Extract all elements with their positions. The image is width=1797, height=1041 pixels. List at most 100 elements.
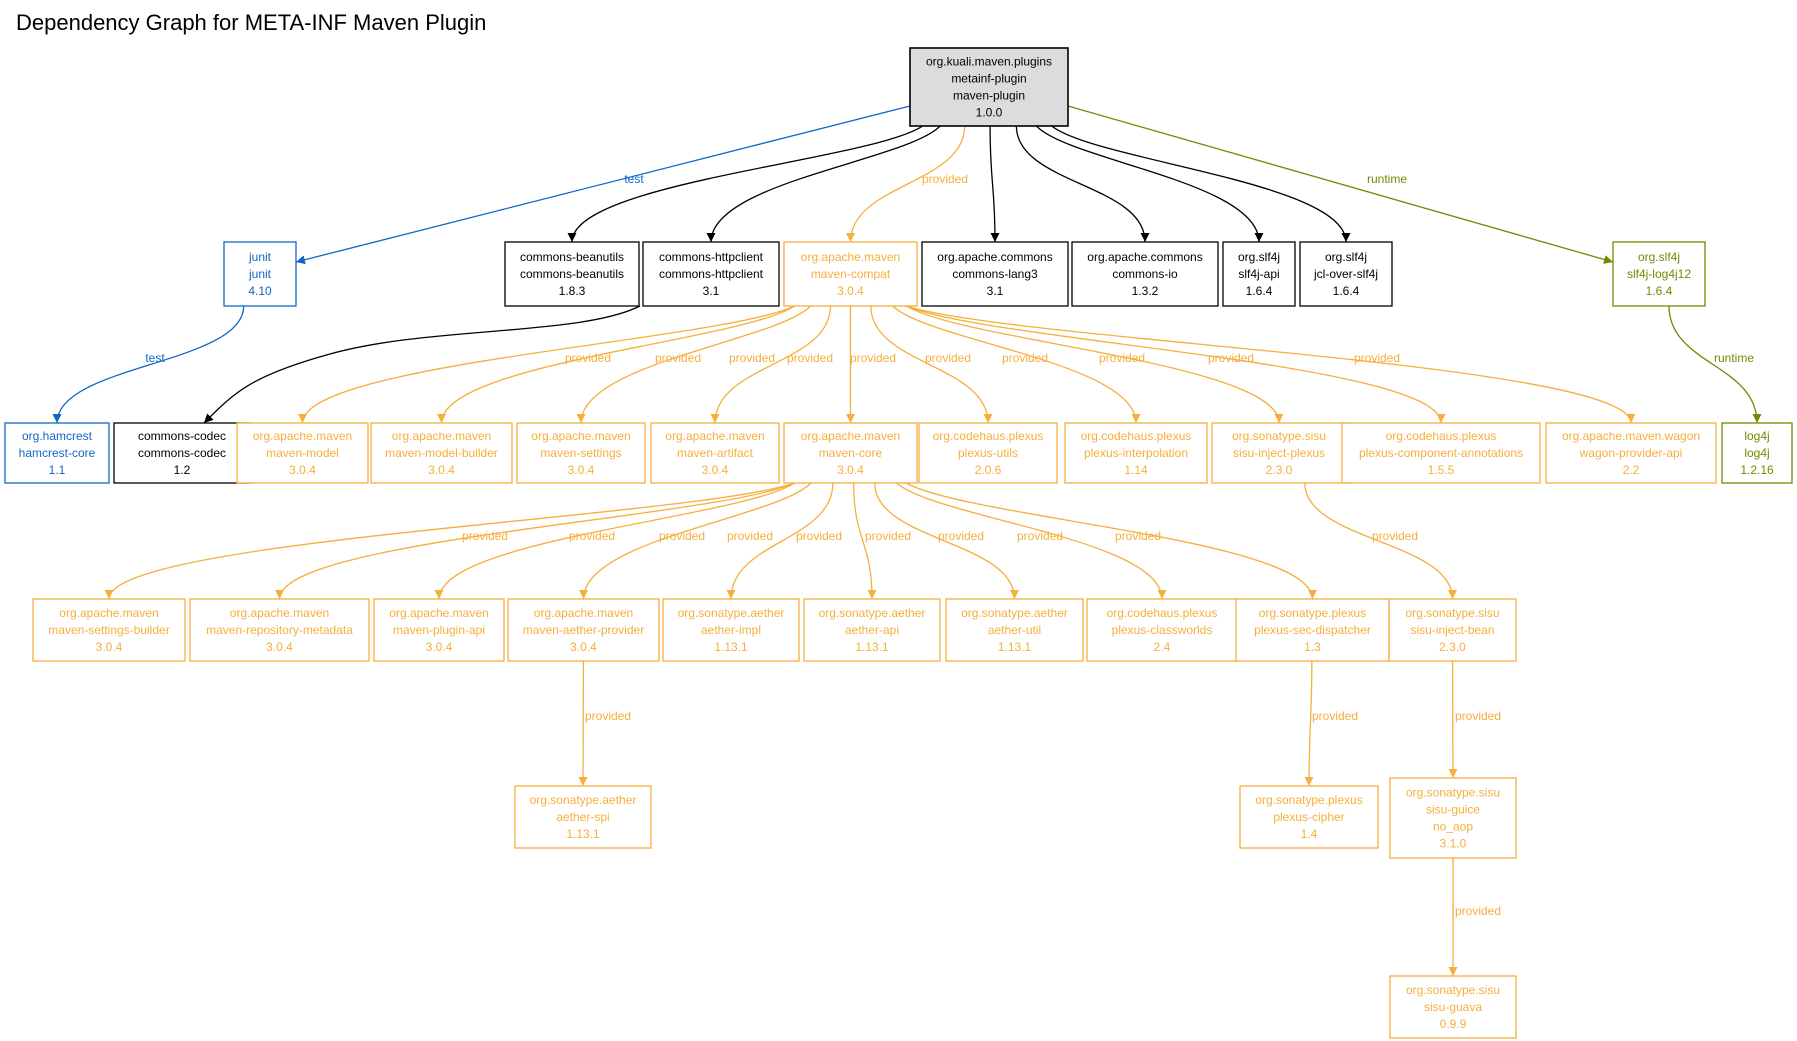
node-wagon-line-1: wagon-provider-api	[1579, 446, 1683, 460]
node-sisuplexus-line-1: sisu-inject-plexus	[1233, 446, 1325, 460]
node-cipher-line-1: plexus-cipher	[1273, 810, 1344, 824]
node-settingsbuilder-line-2: 3.0.4	[96, 640, 123, 654]
edge-label-compat-to-modelbuilder: provided	[655, 351, 701, 365]
edge-core-to-aetherutil	[874, 482, 1019, 600]
node-box-log4j12	[1612, 241, 1706, 307]
node-secdisp-line-1: plexus-sec-dispatcher	[1254, 623, 1371, 637]
nodes-layer: org.kuali.maven.pluginsmetainf-pluginmav…	[4, 47, 1793, 1039]
node-box-model	[236, 422, 369, 484]
edge-secdisp-to-cipher	[1304, 660, 1314, 787]
node-injectbean-line-2: 2.3.0	[1439, 640, 1466, 654]
node-box-core	[783, 422, 918, 484]
edge-label-core-to-aetherutil: provided	[938, 529, 984, 543]
node-box-aetherutil	[945, 598, 1084, 662]
edge-compat-to-modelbuilder	[437, 305, 795, 424]
node-sisuplexus-line-0: org.sonatype.sisu	[1232, 429, 1326, 443]
edge-label-log4j12-to-log4j: runtime	[1714, 351, 1754, 365]
node-aetherprov-line-1: maven-aether-provider	[523, 623, 644, 637]
node-aetherimpl-line-0: org.sonatype.aether	[678, 606, 785, 620]
node-sisuplexus-line-2: 2.3.0	[1266, 463, 1293, 477]
node-io-line-0: org.apache.commons	[1087, 250, 1202, 264]
node-guava-line-1: sisu-guava	[1424, 1000, 1482, 1014]
node-aetherspi-line-1: aether-spi	[556, 810, 609, 824]
node-injectbean-line-0: org.sonatype.sisu	[1405, 606, 1499, 620]
node-box-hamcrest	[4, 422, 110, 484]
node-root: org.kuali.maven.pluginsmetainf-pluginmav…	[909, 47, 1069, 127]
node-box-lang3	[921, 241, 1069, 307]
node-compat-line-1: maven-compat	[811, 267, 891, 281]
node-beanutils-line-1: commons-beanutils	[520, 267, 624, 281]
node-box-repometa	[189, 598, 370, 662]
edge-root-to-lang3	[989, 125, 1000, 243]
edge-compat-to-pinterp	[892, 305, 1141, 424]
node-compat-line-2: 3.0.4	[837, 284, 864, 298]
node-box-log4j	[1721, 422, 1793, 484]
node-wagon-line-0: org.apache.maven.wagon	[1562, 429, 1700, 443]
edge-core-to-aetherapi	[853, 482, 877, 600]
edge-label-compat-to-artifact: provided	[787, 351, 833, 365]
node-root-line-1: metainf-plugin	[951, 72, 1026, 86]
node-aetherapi-line-0: org.sonatype.aether	[819, 606, 926, 620]
node-secdisp: org.sonatype.plexus plexus-sec-dispatcher…	[1235, 598, 1390, 662]
node-box-pannot	[1341, 422, 1541, 484]
node-jcl-line-2: 1.6.4	[1333, 284, 1360, 298]
node-box-wagon	[1545, 422, 1717, 484]
edge-label-aetherprov-to-aetherspi: provided	[585, 709, 631, 723]
node-modelbuilder-line-2: 3.0.4	[428, 463, 455, 477]
node-pluginapi-line-1: maven-plugin-api	[393, 623, 485, 637]
node-putils-line-0: org.codehaus.plexus	[933, 429, 1044, 443]
node-aetherprov: org.apache.maven maven-aether-provider 3.0…	[507, 598, 660, 662]
node-aetherprov-line-0: org.apache.maven	[534, 606, 633, 620]
node-log4j-line-0: log4j	[1744, 429, 1769, 443]
node-slf4japi-line-1: slf4j-api	[1238, 267, 1279, 281]
node-httpclient-line-1: commons-httpclient	[659, 267, 764, 281]
node-cipher-line-0: org.sonatype.plexus	[1255, 793, 1362, 807]
node-box-root	[909, 47, 1069, 127]
node-pannot-line-2: 1.5.5	[1428, 463, 1455, 477]
edge-root-to-httpclient	[706, 125, 941, 243]
node-artifact-line-0: org.apache.maven	[665, 429, 764, 443]
node-codec-line-0: commons-codec	[138, 429, 226, 443]
edge-root-to-io	[1015, 125, 1150, 243]
node-guice-line-3: 3.1.0	[1440, 837, 1467, 851]
node-secdisp-line-0: org.sonatype.plexus	[1259, 606, 1366, 620]
node-slf4japi-line-2: 1.6.4	[1246, 284, 1273, 298]
node-aetherapi-line-1: aether-api	[845, 623, 899, 637]
node-box-classworlds	[1086, 598, 1238, 662]
node-aetherprov-line-2: 3.0.4	[570, 640, 597, 654]
node-repometa-line-0: org.apache.maven	[230, 606, 329, 620]
node-putils-line-2: 2.0.6	[975, 463, 1002, 477]
node-box-aetherprov	[507, 598, 660, 662]
node-beanutils-line-0: commons-beanutils	[520, 250, 624, 264]
edge-label-compat-to-model: provided	[565, 351, 611, 365]
node-model-line-0: org.apache.maven	[253, 429, 352, 443]
node-box-beanutils	[504, 241, 640, 307]
edge-core-to-aetherimpl	[726, 482, 834, 600]
node-pluginapi-line-2: 3.0.4	[426, 640, 453, 654]
edge-label-compat-to-core: provided	[850, 351, 896, 365]
edge-label-compat-to-pannot: provided	[1208, 351, 1254, 365]
node-settings-line-1: maven-settings	[540, 446, 621, 460]
edge-label-core-to-secdisp: provided	[1115, 529, 1161, 543]
node-hamcrest-line-0: org.hamcrest	[22, 429, 93, 443]
node-wagon: org.apache.maven.wagon wagon-provider-api…	[1545, 422, 1717, 484]
edge-compat-to-wagon	[906, 305, 1636, 424]
node-core-line-2: 3.0.4	[837, 463, 864, 477]
node-httpclient-line-0: commons-httpclient	[659, 250, 764, 264]
node-guice-line-2: no_aop	[1433, 820, 1473, 834]
page-title: Dependency Graph for META-INF Maven Plug…	[16, 10, 487, 35]
node-aetherspi-line-2: 1.13.1	[566, 827, 600, 841]
edge-core-to-repometa	[275, 482, 795, 600]
node-modelbuilder-line-0: org.apache.maven	[392, 429, 491, 443]
edge-label-root-to-compat: provided	[922, 172, 968, 186]
